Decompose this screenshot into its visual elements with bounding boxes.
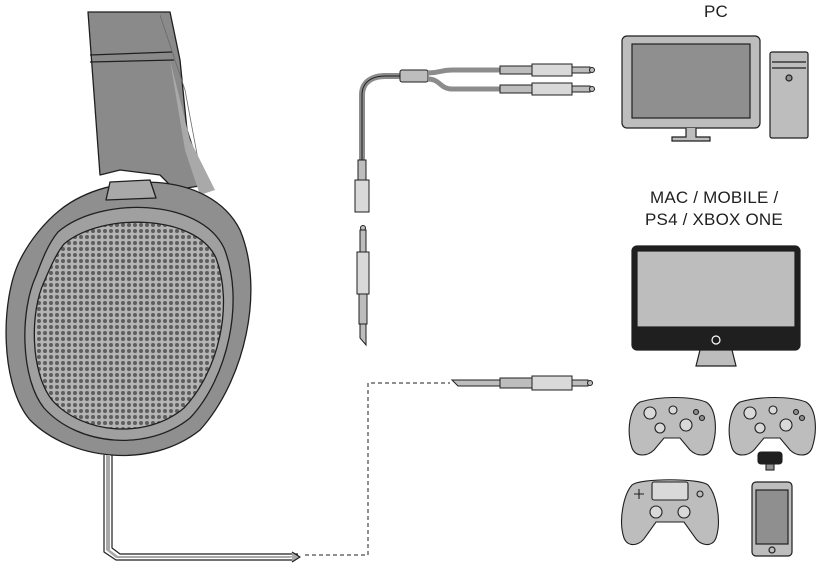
pc-monitor-icon: [621, 35, 761, 142]
pc-label: PC: [704, 2, 729, 21]
dashed-connection-line: [305, 382, 450, 556]
jack-plug-icon: [356, 225, 370, 347]
display-icon: [631, 245, 801, 367]
ps4-controller-icon: [621, 479, 719, 546]
xbox-controller-icon: [728, 397, 816, 456]
mac-mobile-label: MAC / MOBILE /: [650, 188, 779, 207]
xbox-controller-icon: [628, 397, 716, 456]
adapter-plug-icon: [450, 375, 593, 391]
y-splitter-cable-icon: [354, 63, 595, 213]
headset-adapter-icon: [757, 451, 783, 471]
ps4-xbox-label: PS4 / XBOX ONE: [645, 210, 783, 229]
pc-tower-icon: [769, 51, 809, 139]
smartphone-icon: [751, 481, 793, 557]
headphones-icon: [5, 11, 301, 563]
